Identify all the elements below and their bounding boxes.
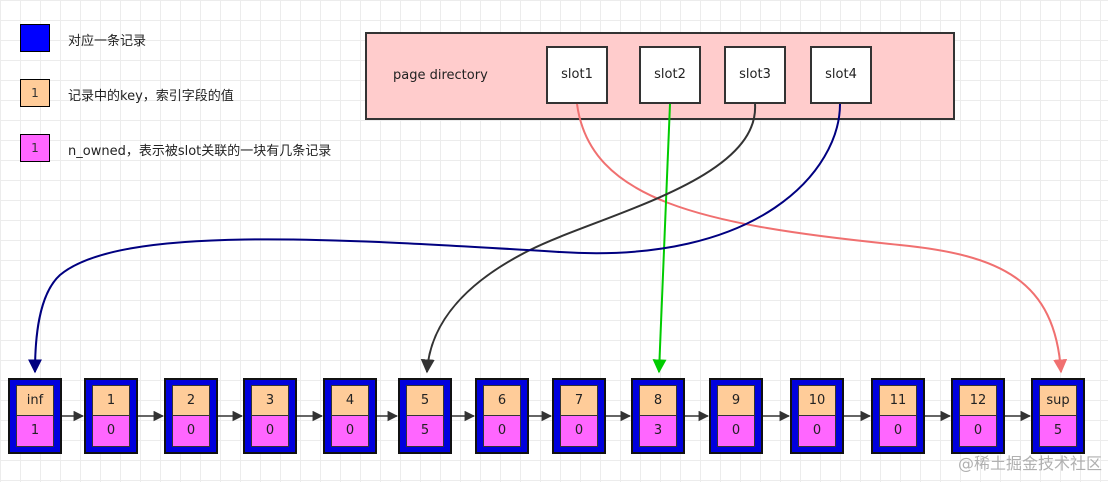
record-n-owned: 0 [560, 416, 598, 447]
record-key: 10 [798, 385, 836, 416]
record-n-owned: 0 [331, 416, 369, 447]
slot-2: slot2 [639, 46, 701, 104]
slot-3: slot3 [724, 46, 786, 104]
watermark: @稀土掘金技术社区 [957, 454, 1102, 473]
record-key: 5 [406, 385, 444, 416]
record-key: 6 [483, 385, 521, 416]
record-key: 11 [879, 385, 917, 416]
owned-swatch: 1 [20, 134, 50, 162]
record-n-owned: 0 [172, 416, 210, 447]
record-n-owned: 0 [798, 416, 836, 447]
record-n-owned: 0 [92, 416, 130, 447]
record-n-owned: 5 [1039, 416, 1077, 447]
record-key: 1 [92, 385, 130, 416]
legend-key-label: 记录中的key，索引字段的值 [68, 89, 234, 104]
slot-1: slot1 [546, 46, 608, 104]
legend-owned-label: n_owned，表示被slot关联的一块有几条记录 [68, 144, 332, 159]
page-directory-label: page directory [393, 68, 488, 83]
key-swatch: 1 [20, 79, 50, 107]
slot4-link-arrow [28, 103, 841, 374]
record-key: 12 [959, 385, 997, 416]
record-swatch [20, 24, 50, 52]
record-n-owned: 5 [406, 416, 444, 447]
slot1-link-arrow [576, 103, 1068, 374]
record-n-owned: 0 [717, 416, 755, 447]
record-key: 2 [172, 385, 210, 416]
record-key: 4 [331, 385, 369, 416]
record-key: 8 [639, 385, 677, 416]
record-n-owned: 0 [483, 416, 521, 447]
legend-record-label: 对应一条记录 [68, 34, 147, 49]
record-key: 9 [717, 385, 755, 416]
record-n-owned: 0 [959, 416, 997, 447]
record-key: sup [1039, 385, 1077, 416]
record-key: inf [16, 385, 54, 416]
record-n-owned: 0 [251, 416, 289, 447]
slot-4: slot4 [810, 46, 872, 104]
record-n-owned: 3 [639, 416, 677, 447]
slot3-link-arrow [420, 103, 757, 374]
record-n-owned: 0 [879, 416, 917, 447]
record-key: 3 [251, 385, 289, 416]
record-n-owned: 1 [16, 416, 54, 447]
record-key: 7 [560, 385, 598, 416]
slot2-link-arrow [652, 103, 671, 374]
